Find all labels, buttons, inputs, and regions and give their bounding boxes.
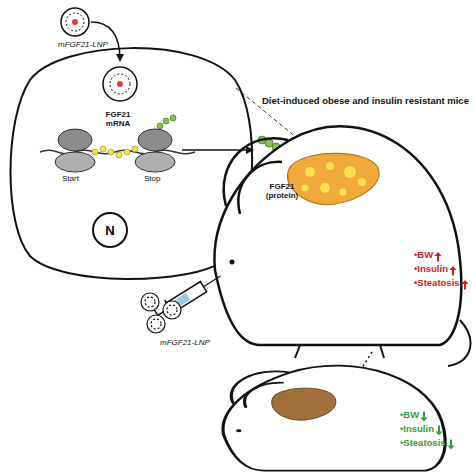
nucleus-circle: N [92, 212, 128, 248]
outcome-label: •Insulin [414, 264, 448, 275]
treated-mouse [223, 366, 445, 471]
lnp-label: mFGF21-LNP [160, 338, 210, 347]
start-codon-label: Start [62, 174, 79, 183]
outcome-label: •Insulin [400, 424, 434, 435]
node-text: N [105, 223, 114, 238]
outcome-label: •BW [414, 250, 433, 261]
lnp-particle [61, 8, 89, 36]
decrease-arrow [420, 411, 428, 422]
obese-mouse [214, 126, 470, 366]
outcome-label: •Steatosis [400, 438, 446, 449]
mouse-heading: Diet-induced obese and insulin resistant… [262, 96, 469, 107]
stop-codon-label: Stop [144, 174, 160, 183]
protein-label: FGF21 (protein) [256, 182, 308, 200]
healthy-liver [272, 388, 336, 420]
increase-arrow [449, 265, 457, 276]
increase-arrow [461, 279, 469, 290]
mrna-beads [92, 146, 138, 158]
decrease-arrow [447, 439, 455, 450]
endosome [103, 67, 137, 101]
outcome-label: •BW [400, 410, 419, 421]
decrease-arrow [435, 425, 443, 436]
mrna-label: FGF21 mRNA [96, 110, 140, 128]
fatty-liver [288, 153, 379, 204]
syringe [153, 268, 225, 322]
ribosome-stop [135, 129, 175, 172]
increase-arrow [434, 251, 442, 262]
nascent-peptide [157, 115, 176, 129]
outcome-label: •Steatosis [414, 278, 460, 289]
ribosome-start [55, 129, 95, 172]
lnp-label: mFGF21-LNP [58, 40, 108, 49]
lnp-particles [141, 293, 181, 333]
